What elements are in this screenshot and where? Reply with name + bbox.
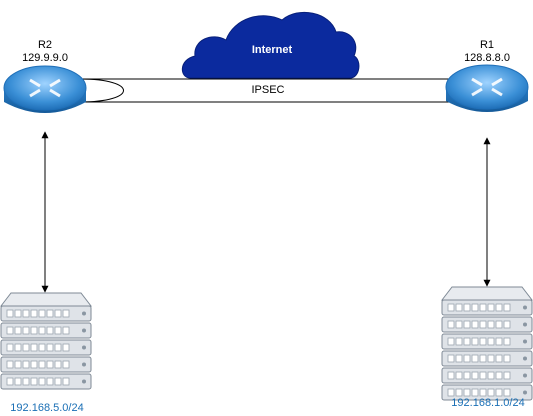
server-rack-left-icon (0, 292, 93, 390)
server-unit (441, 367, 533, 384)
server-lid (440, 286, 533, 301)
server-unit (441, 350, 533, 367)
server-lid (0, 292, 93, 307)
server-unit (441, 384, 533, 401)
subnet-left-label: 192.168.5.0/24 (10, 402, 84, 414)
router-r1-icon (445, 64, 529, 112)
ipsec-label: IPSEC (251, 84, 285, 96)
server-unit (0, 322, 92, 339)
internet-label: Internet (251, 44, 293, 56)
server-unit (441, 299, 533, 316)
server-unit (0, 305, 92, 322)
server-unit (441, 316, 533, 333)
internet-cloud (181, 11, 360, 79)
server-unit (0, 339, 92, 356)
server-unit (0, 356, 92, 373)
router-r1-ip: 128.8.8.0 (464, 52, 510, 64)
server-unit (441, 333, 533, 350)
router-r1-name: R1 (479, 39, 495, 51)
server-rack-right-icon (440, 286, 533, 401)
ipsec-tunnel (79, 78, 450, 103)
router-r2-name: R2 (37, 39, 53, 51)
router-r2-icon (3, 65, 87, 113)
router-r2-ip: 129.9.9.0 (22, 52, 68, 64)
server-unit (0, 373, 92, 390)
subnet-right-label: 192.168.1.0/24 (451, 397, 525, 409)
